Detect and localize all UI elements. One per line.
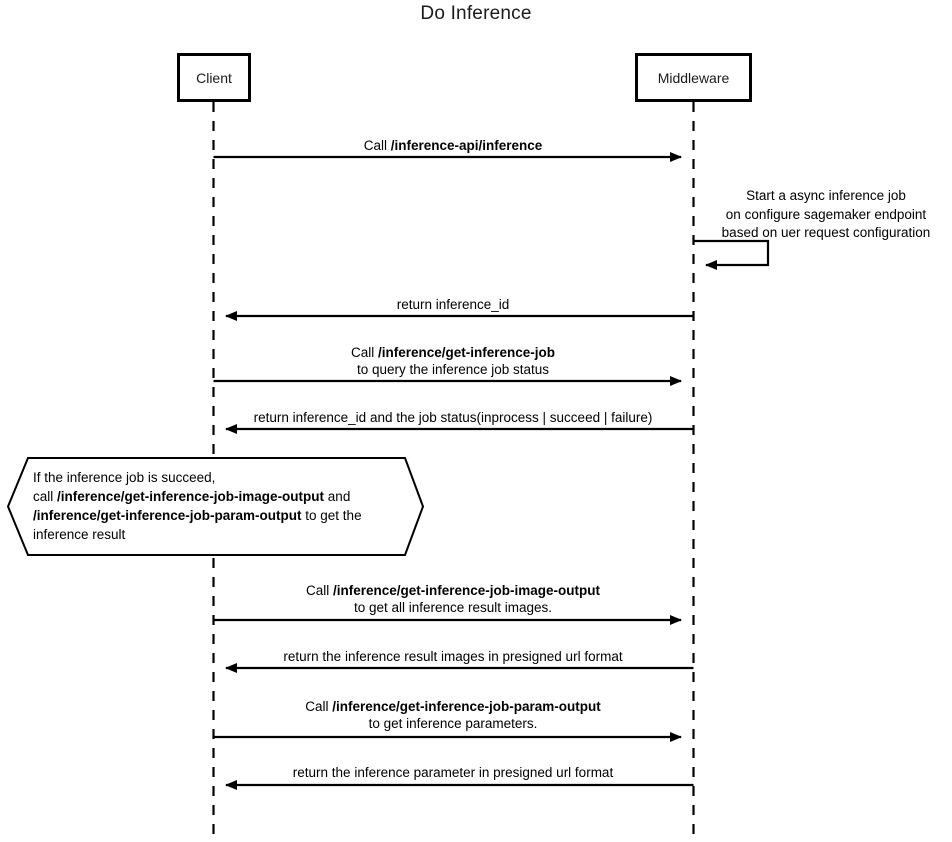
message-label-call-param-output: Call /inference/get-inference-job-param-… (213, 698, 693, 732)
message-label-return-job-status: return inference_id and the job status(i… (213, 409, 693, 426)
msg-text-bold: /inference/get-inference-job-param-outpu… (332, 699, 601, 714)
msg-text: return the inference parameter in presig… (292, 765, 614, 780)
msg-text: Call (363, 138, 391, 153)
msg-text-line2: to get inference parameters. (368, 716, 538, 731)
msg-text-bold: /inference-api/inference (390, 138, 543, 153)
note-if-succeed: If the inference job is succeed, call /i… (33, 468, 405, 544)
page-title: Do Inference (420, 3, 532, 24)
msg-text: return inference_id (396, 297, 510, 312)
msg-text-line1: Call /inference/get-inference-job-param-… (213, 698, 693, 715)
msg-text-line3: based on uer request configuration (721, 225, 931, 240)
note-text-bold: /inference/get-inference-job-param-outpu… (33, 508, 302, 523)
msg-text: Call (305, 699, 333, 714)
msg-text-bold: /inference/get-inference-job-image-outpu… (332, 583, 601, 598)
note-line-4: inference result (33, 527, 126, 542)
msg-text-line2: to query the inference job status (356, 362, 550, 377)
msg-text-line2: on configure sagemaker endpoint (725, 206, 927, 222)
message-label-self-start-async-job: Start a async inference job on configure… (700, 187, 952, 243)
msg-text-line2: to get all inference result images. (353, 600, 553, 615)
message-arrow-self-start-async-job (693, 239, 770, 270)
message-label-call-get-inference-job: Call /inference/get-inference-job to que… (213, 344, 693, 378)
message-label-return-images: return the inference result images in pr… (213, 648, 693, 665)
msg-text: return inference_id and the job status(i… (253, 410, 653, 425)
participant-middleware[interactable]: Middleware (635, 53, 752, 102)
msg-text-bold: /inference/get-inference-job (377, 345, 556, 360)
note-line-1: If the inference job is succeed, (33, 470, 216, 485)
msg-text: Call (305, 583, 333, 598)
note-text-suffix: and (324, 489, 351, 504)
message-label-return-params: return the inference parameter in presig… (213, 764, 693, 781)
note-line-2: call /inference/get-inference-job-image-… (33, 487, 405, 506)
note-text-suffix: to get the (301, 508, 362, 523)
note-text-bold: /inference/get-inference-job-image-outpu… (57, 489, 325, 504)
participant-client-label: Client (196, 69, 232, 86)
msg-text: return the inference result images in pr… (283, 649, 623, 664)
msg-text-line1: Call /inference/get-inference-job-image-… (213, 582, 693, 599)
note-line-3: /inference/get-inference-job-param-outpu… (33, 506, 405, 525)
participant-client[interactable]: Client (177, 53, 251, 102)
message-label-call-image-output: Call /inference/get-inference-job-image-… (213, 582, 693, 616)
msg-text-line1: Start a async inference job (746, 188, 906, 203)
msg-text-line1: Call /inference/get-inference-job (213, 344, 693, 361)
note-text: call (33, 489, 58, 504)
participant-middleware-label: Middleware (657, 69, 730, 86)
message-label-return-inference-id: return inference_id (213, 296, 693, 313)
msg-text: Call (350, 345, 378, 360)
note-hexagon-shape (6, 457, 425, 556)
message-label-call-inference-api: Call /inference-api/inference (213, 137, 693, 154)
